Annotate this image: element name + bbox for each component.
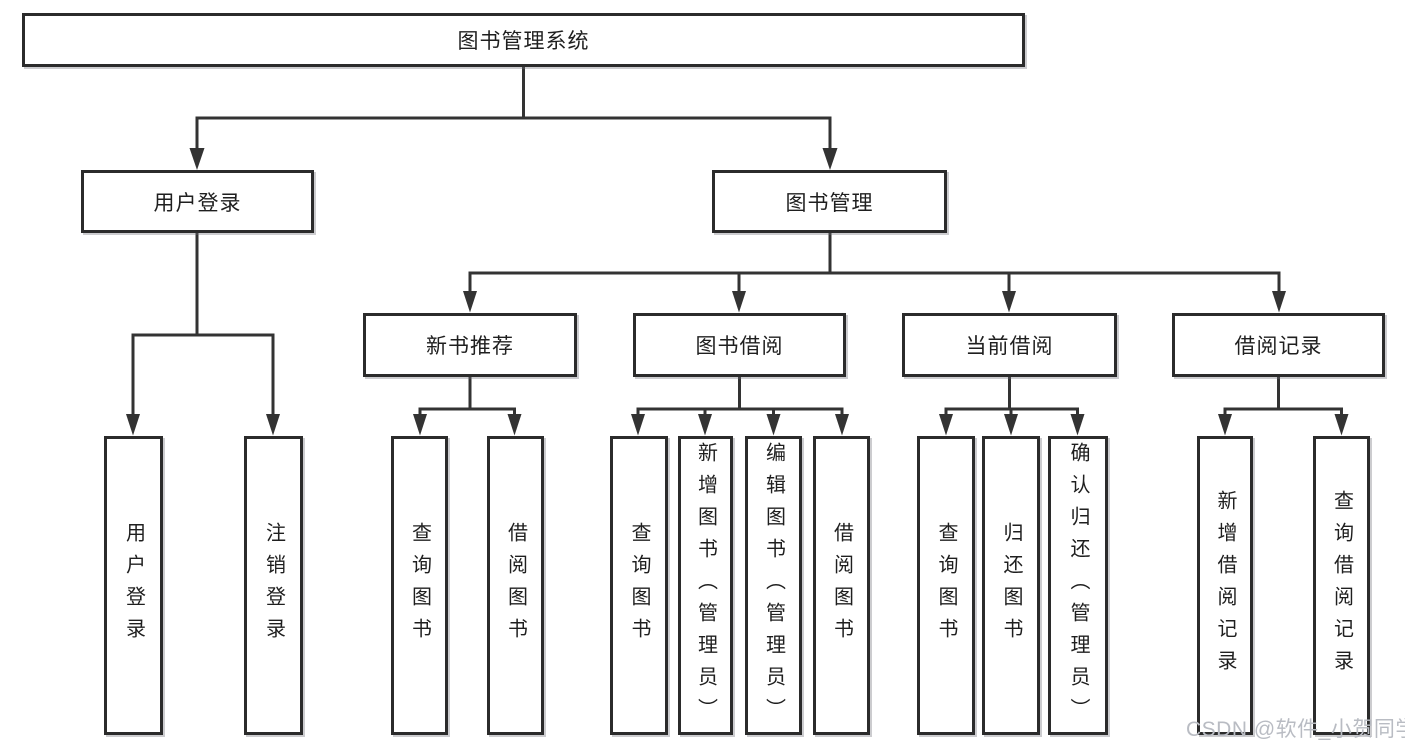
node-book-management: 图书管理 xyxy=(712,170,947,233)
leaf-current-return-book-label: 归还图书 xyxy=(1000,521,1022,650)
leaf-borrow-borrow-book: 借阅图书 xyxy=(813,436,870,735)
leaf-borrow-borrow-book-label: 借阅图书 xyxy=(830,521,853,650)
node-root: 图书管理系统 xyxy=(22,13,1025,67)
leaf-current-confirm-return-label: 确认归还（管理员） xyxy=(1067,441,1089,730)
leaf-recommend-query-book: 查询图书 xyxy=(391,436,448,735)
connector-root-to-level2 xyxy=(189,67,838,170)
node-new-book-recommend: 新书推荐 xyxy=(363,313,577,377)
node-book-borrow-label: 图书借阅 xyxy=(695,335,784,358)
leaf-current-query-book-label: 查询图书 xyxy=(935,521,957,650)
leaf-borrow-add-book: 新增图书（管理员） xyxy=(678,436,733,735)
connector-book-borrow-to-leaves xyxy=(631,377,849,436)
node-borrow-records-label: 借阅记录 xyxy=(1234,335,1323,358)
node-book-borrow: 图书借阅 xyxy=(633,313,846,377)
node-current-borrow: 当前借阅 xyxy=(902,313,1117,377)
leaf-current-return-book: 归还图书 xyxy=(982,436,1040,735)
connector-new-book-to-leaves xyxy=(413,377,522,436)
leaf-user-login-label: 用户登录 xyxy=(122,521,145,650)
node-root-label: 图书管理系统 xyxy=(457,30,590,53)
csdn-watermark: CSDN @软件_小贺同学 xyxy=(1186,718,1405,741)
node-current-borrow-label: 当前借阅 xyxy=(965,335,1054,358)
leaf-recommend-borrow-book: 借阅图书 xyxy=(487,436,544,735)
node-user-login-label: 用户登录 xyxy=(153,191,242,215)
leaf-records-add-label: 新增借阅记录 xyxy=(1214,489,1236,682)
connector-book-management-to-sections xyxy=(463,232,1286,313)
node-user-login: 用户登录 xyxy=(81,170,314,233)
leaf-recommend-query-book-label: 查询图书 xyxy=(408,521,431,650)
leaf-borrow-query-book: 查询图书 xyxy=(610,436,668,735)
leaf-records-query-label: 查询借阅记录 xyxy=(1330,489,1353,682)
leaf-logout: 注销登录 xyxy=(244,436,303,735)
leaf-borrow-edit-book-label: 编辑图书（管理员） xyxy=(762,441,785,730)
connector-user-login-to-leaves xyxy=(126,232,280,436)
leaf-recommend-borrow-book-label: 借阅图书 xyxy=(504,521,527,650)
node-new-book-recommend-label: 新书推荐 xyxy=(426,335,514,358)
leaf-borrow-add-book-label: 新增图书（管理员） xyxy=(694,441,717,730)
connector-borrow-records-to-leaves xyxy=(1218,377,1349,436)
leaf-records-query: 查询借阅记录 xyxy=(1313,436,1370,735)
leaf-borrow-edit-book: 编辑图书（管理员） xyxy=(745,436,802,735)
node-book-management-label: 图书管理 xyxy=(785,191,874,215)
leaf-records-add: 新增借阅记录 xyxy=(1197,436,1253,735)
leaf-logout-label: 注销登录 xyxy=(262,521,285,650)
connector-current-borrow-to-leaves xyxy=(939,377,1085,436)
leaf-current-query-book: 查询图书 xyxy=(917,436,975,735)
leaf-borrow-query-book-label: 查询图书 xyxy=(628,521,650,650)
leaf-current-confirm-return: 确认归还（管理员） xyxy=(1048,436,1108,735)
node-borrow-records: 借阅记录 xyxy=(1172,313,1385,377)
leaf-user-login: 用户登录 xyxy=(104,436,163,735)
